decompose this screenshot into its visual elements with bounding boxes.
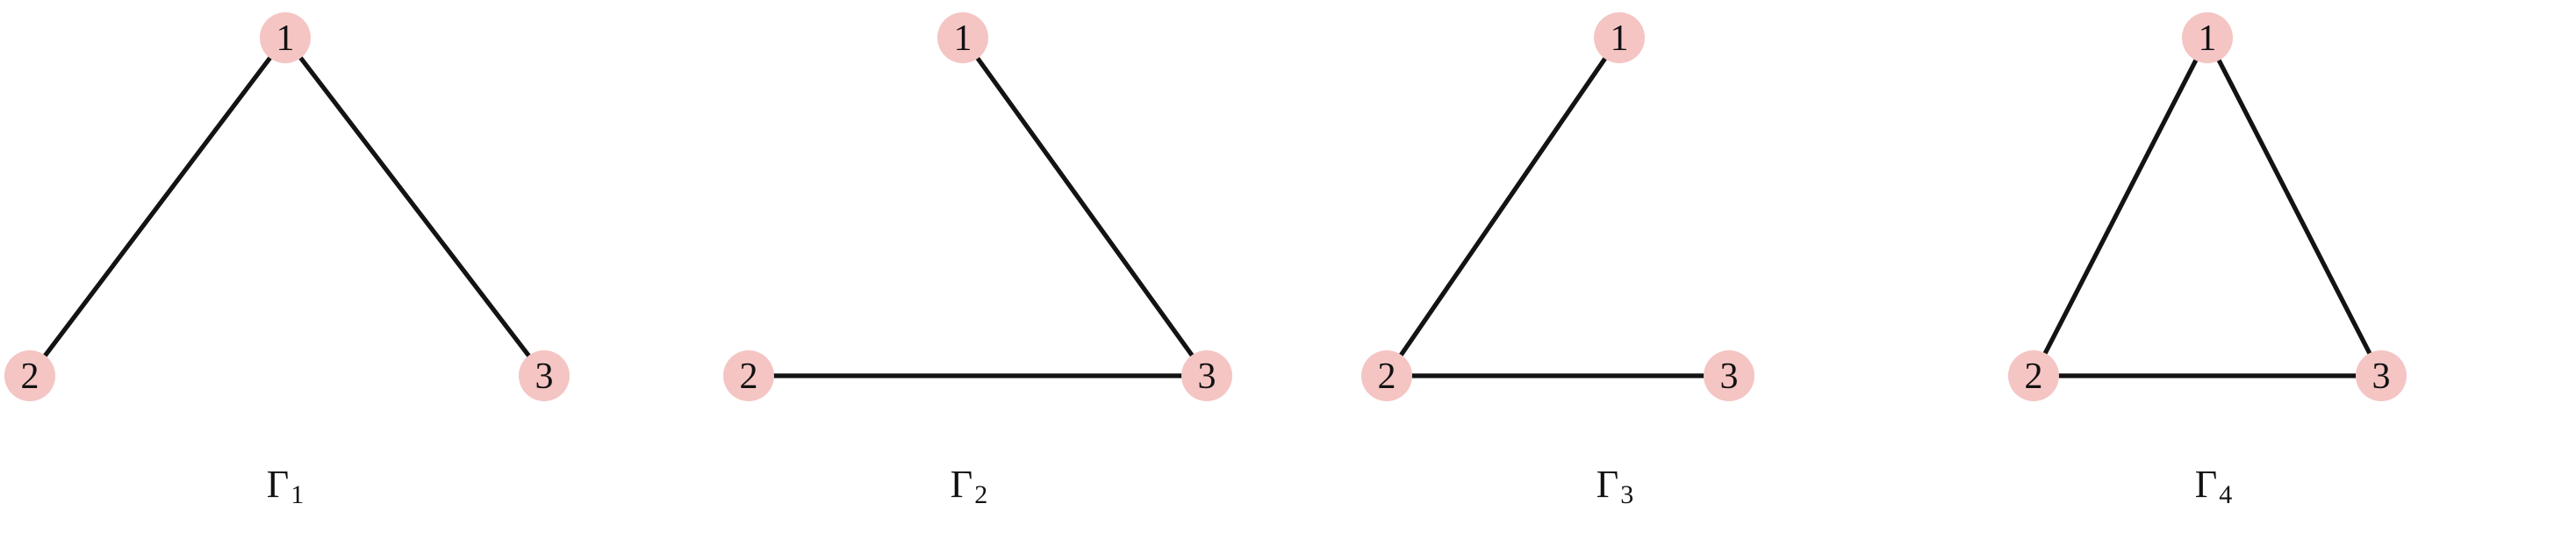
graph-2-edges: [770, 54, 1195, 378]
graph-edge-1-2: [2041, 56, 2199, 357]
graph-node-circle-2: [723, 350, 774, 401]
graph-node-2[interactable]: 2: [2008, 350, 2059, 401]
graph-edge-1-3: [297, 54, 533, 360]
graph-caption-1: Γ1: [267, 463, 304, 509]
graph-node-label-3: 3: [1720, 356, 1739, 397]
graph-caption-4: Γ4: [2195, 463, 2232, 509]
graph-node-circle-3: [1704, 350, 1754, 401]
graph-node-label-1: 1: [276, 18, 295, 59]
graph-caption-subscript-2: 2: [974, 480, 987, 509]
graph-node-label-1: 1: [1611, 18, 1629, 59]
graph-caption-subscript-4: 4: [2219, 480, 2232, 509]
graph-node-3[interactable]: 3: [2356, 350, 2407, 401]
graph-node-label-2: 2: [2025, 356, 2043, 397]
graph-caption-subscript-3: 3: [1620, 480, 1633, 509]
graph-node-label-3: 3: [535, 356, 554, 397]
graph-node-circle-3: [1181, 350, 1232, 401]
graph-node-1[interactable]: 1: [1594, 12, 1645, 63]
graph-node-2[interactable]: 2: [723, 350, 774, 401]
graph-edge-1-2: [41, 54, 274, 360]
graph-node-1[interactable]: 1: [260, 12, 311, 63]
graph-node-label-1: 1: [2199, 18, 2217, 59]
graph-node-3[interactable]: 3: [1704, 350, 1754, 401]
graph-node-1[interactable]: 1: [937, 12, 988, 63]
graph-caption-base-4: Γ: [2195, 463, 2217, 506]
graph-node-2[interactable]: 2: [4, 350, 55, 401]
graph-node-circle-3: [519, 350, 570, 401]
graph-node-2[interactable]: 2: [1361, 350, 1412, 401]
graph-edge-1-2: [1397, 54, 1609, 359]
graph-node-circle-1: [1594, 12, 1645, 63]
graph-1-edges: [41, 54, 533, 360]
graph-3-edges: [1397, 54, 1708, 378]
graph-node-3[interactable]: 3: [519, 350, 570, 401]
graph-edge-1-3: [974, 54, 1195, 359]
graph-node-circle-1: [937, 12, 988, 63]
graph-4-edges: [2041, 56, 2373, 378]
graph-node-circle-2: [4, 350, 55, 401]
graph-node-label-1: 1: [954, 18, 972, 59]
graph-caption-base-2: Γ: [951, 463, 972, 506]
graph-node-circle-1: [260, 12, 311, 63]
graph-node-circle-3: [2356, 350, 2407, 401]
graph-caption-3: Γ3: [1597, 463, 1633, 509]
graph-node-label-2: 2: [1378, 356, 1396, 397]
graph-node-circle-2: [1361, 350, 1412, 401]
graph-edge-1-3: [2215, 56, 2373, 357]
graph-node-label-3: 3: [1198, 356, 1216, 397]
graph-4: 1 2 3Γ4: [2008, 12, 2407, 509]
graph-node-3[interactable]: 3: [1181, 350, 1232, 401]
graph-node-label-2: 2: [21, 356, 39, 397]
graph-node-label-2: 2: [740, 356, 758, 397]
graph-node-circle-2: [2008, 350, 2059, 401]
graph-node-label-3: 3: [2372, 356, 2391, 397]
graph-caption-base-3: Γ: [1597, 463, 1618, 506]
graph-node-1[interactable]: 1: [2182, 12, 2233, 63]
graph-node-circle-1: [2182, 12, 2233, 63]
graph-caption-subscript-1: 1: [291, 480, 304, 509]
graph-caption-base-1: Γ: [267, 463, 289, 506]
graph-caption-2: Γ2: [951, 463, 987, 509]
